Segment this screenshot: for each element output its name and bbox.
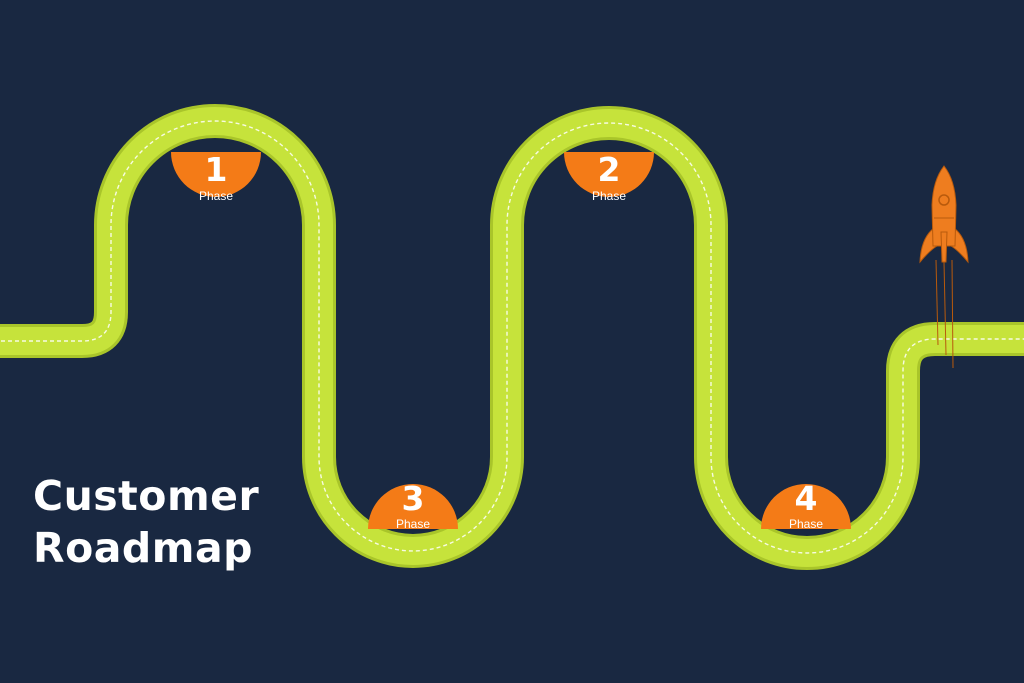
lane-line [0,120,1024,554]
rocket-center-fin [940,231,948,263]
phase-1-badge [171,152,261,197]
phase-2-number: 2 [598,150,621,189]
phase-3-badge [368,484,458,529]
title-line-2: Roadmap [33,524,253,572]
phase-marker-2: 2 Phase [564,150,654,203]
phase-marker-4: 4 Phase [761,479,851,531]
phase-4-badge [761,484,851,529]
phase-markers: 1 Phase 2 Phase 3 Phase 4 Phase [171,150,851,531]
title-line-1: Customer [33,472,260,520]
phase-4-label: Phase [789,517,823,531]
phase-1-number: 1 [205,150,228,189]
phase-2-badge [564,152,654,197]
phase-3-label: Phase [396,517,430,531]
rocket-trail-left [935,259,939,346]
phase-3-number: 3 [402,479,425,518]
phase-1-label: Phase [199,189,233,203]
phase-2-label: Phase [592,189,626,203]
rocket-window [938,194,950,206]
phase-marker-3: 3 Phase [368,479,458,531]
rocket-trail-right [951,259,954,369]
road [0,104,1024,570]
rocket-trail-center [943,261,947,356]
page-title: Customer Roadmap [33,470,259,574]
phase-4-number: 4 [795,479,818,518]
rocket-icon [919,165,969,369]
phase-marker-1: 1 Phase [171,150,261,203]
